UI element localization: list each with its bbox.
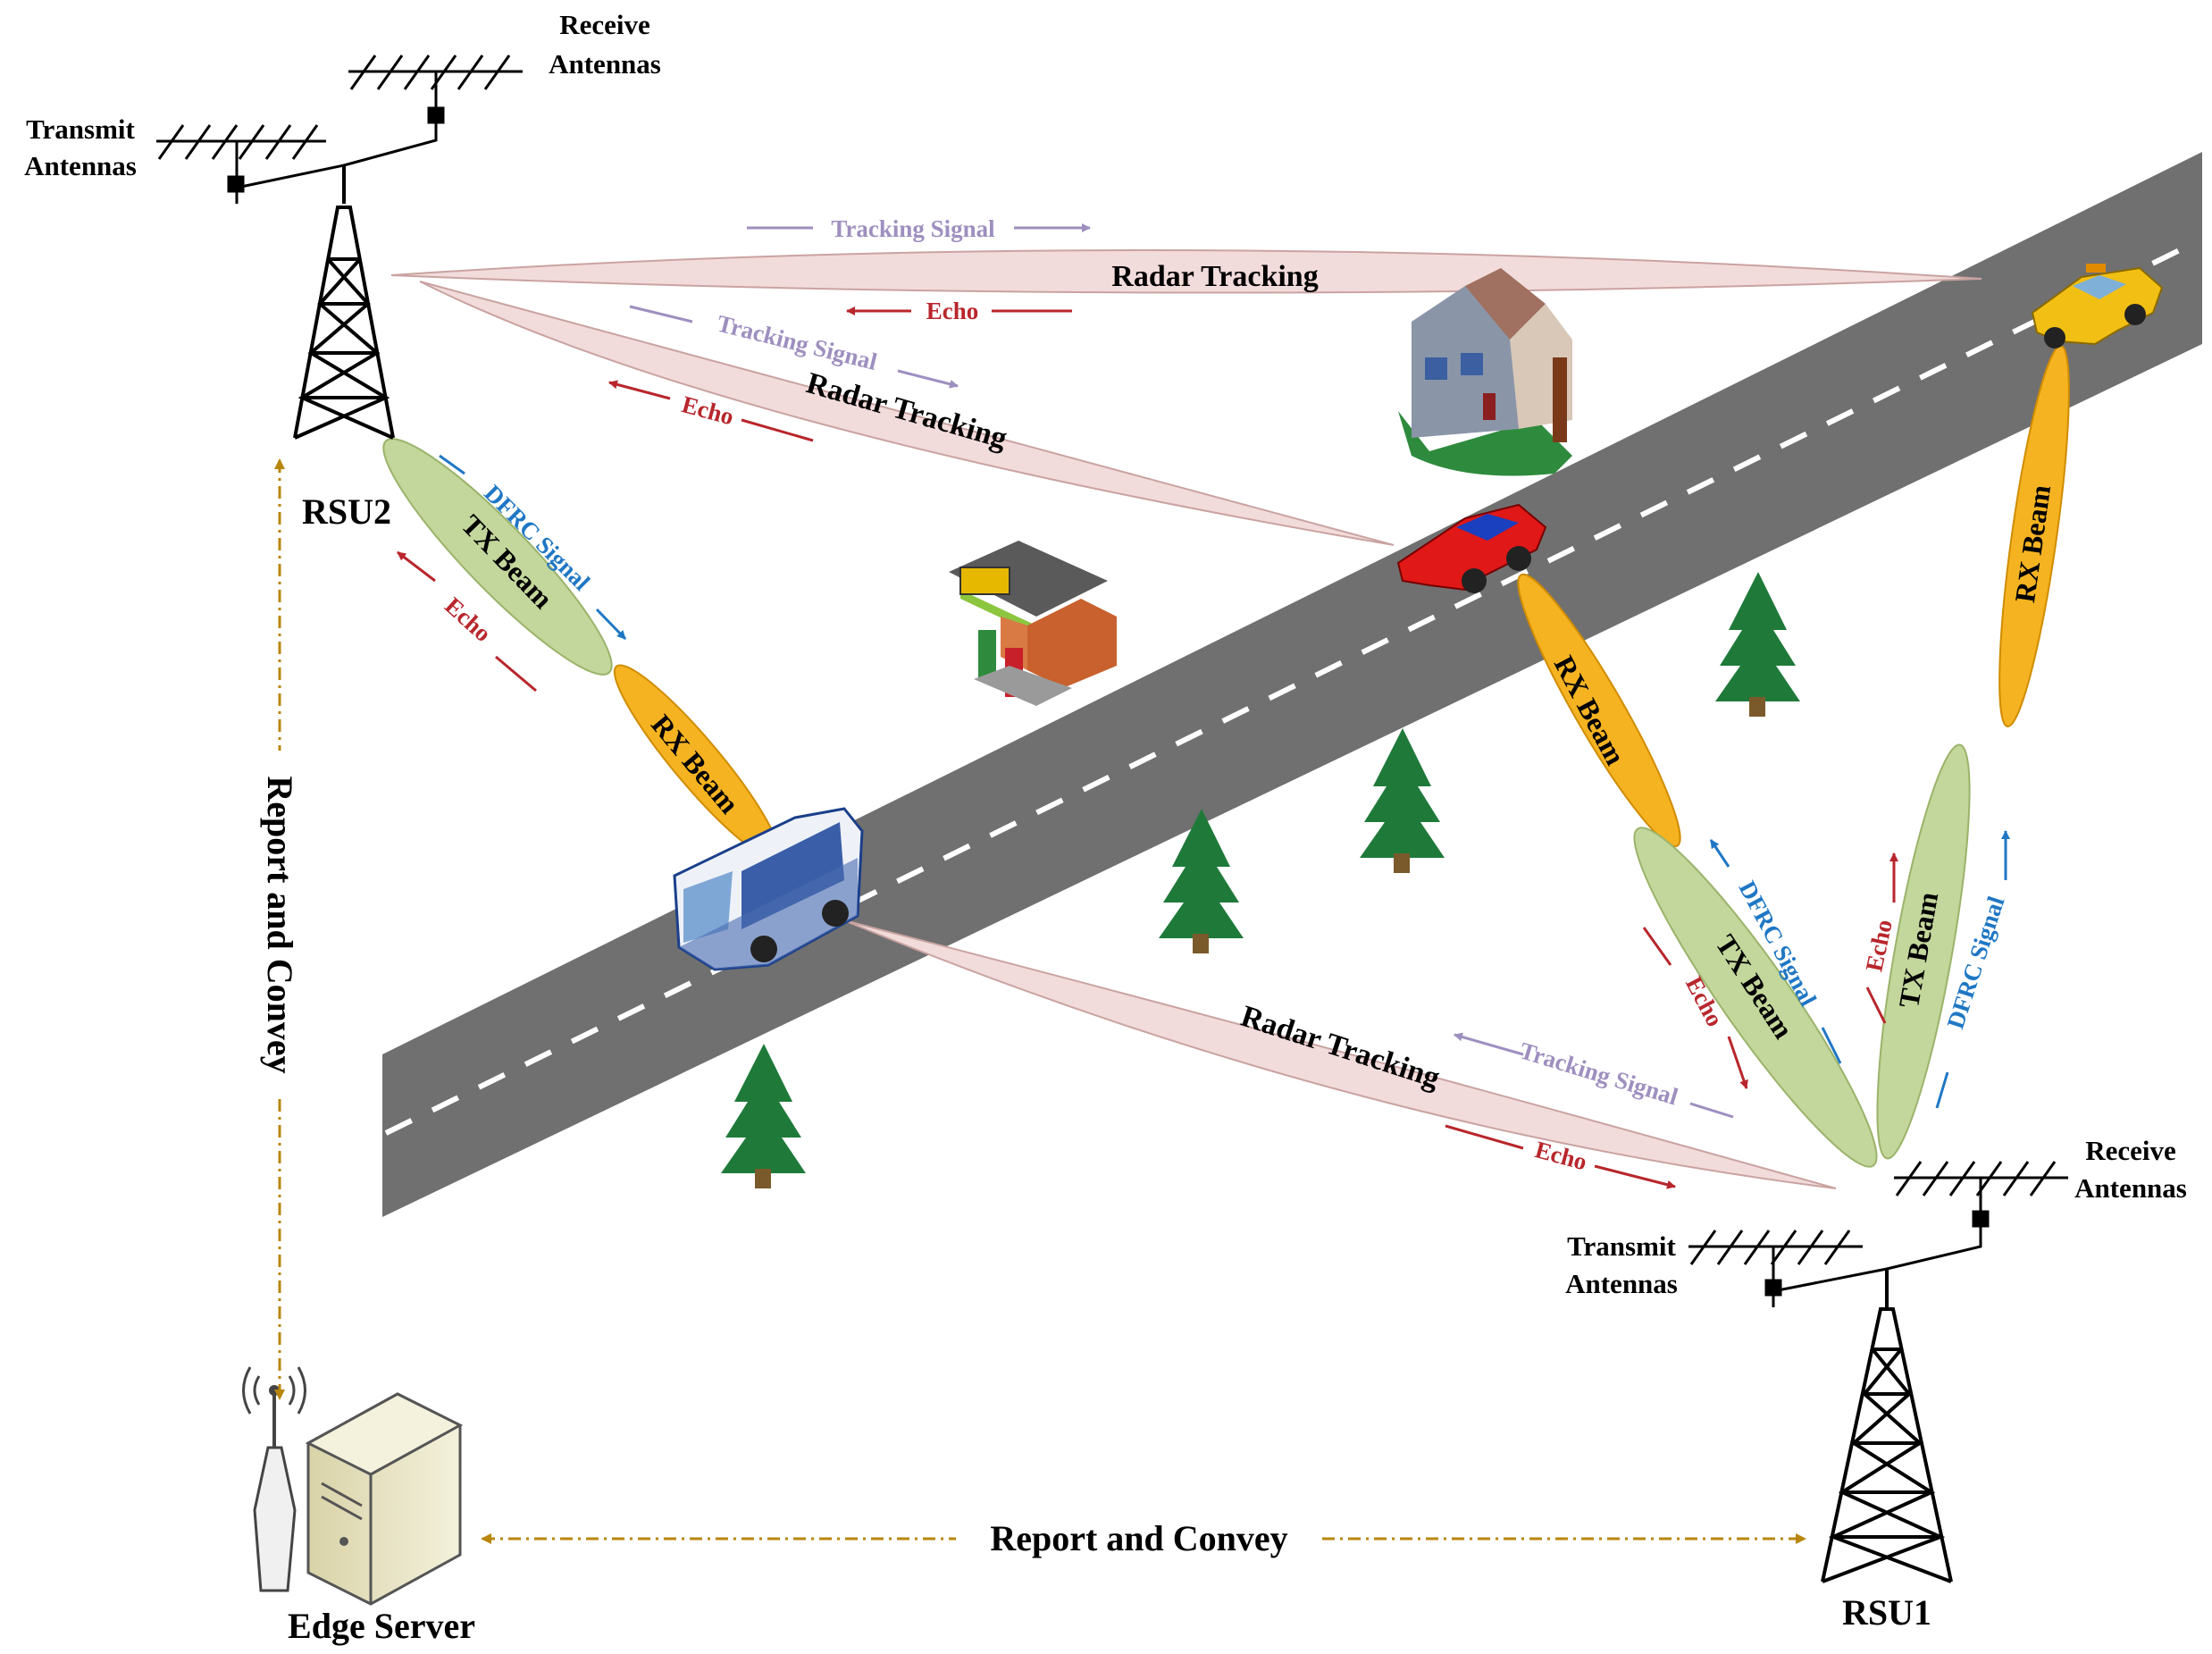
router-antenna-icon	[242, 1366, 306, 1592]
tracking-diag-label: Tracking Signal	[715, 310, 881, 376]
arrow-echo-rsu1-left	[1642, 927, 1748, 1089]
tree-icon	[721, 1044, 806, 1188]
arrow-tracking-bottom	[1454, 1032, 1734, 1119]
rsu1-receive-label: Receive	[2085, 1135, 2176, 1166]
bus-icon	[673, 807, 864, 971]
arrow-dfrc-rsu1-left	[1709, 839, 1842, 1064]
rsu2-tower-icon	[293, 165, 395, 440]
beam-rx-car	[1517, 573, 1681, 848]
link-horizontal-label: Report and Convey	[990, 1518, 1287, 1558]
beam-radar-bottom	[843, 919, 1837, 1189]
arrow-echo-bottom	[1445, 1124, 1676, 1189]
arrow-echo-rsu1-right	[1865, 852, 1898, 1024]
arrow-echo-rsu2	[397, 550, 537, 693]
rsu2-antenna-icon	[156, 55, 523, 204]
rsu1-label: RSU1	[1842, 1592, 1931, 1633]
car-icon	[1396, 503, 1547, 593]
road	[382, 152, 2202, 1217]
gas-station-icon	[949, 541, 1117, 706]
house-icon	[1398, 268, 1572, 476]
edge-server-icon	[305, 1392, 464, 1606]
tracking-top-label: Tracking Signal	[831, 215, 995, 242]
beam-tx-rsu1-right	[1876, 743, 1971, 1160]
arrow-echo-diag	[608, 380, 814, 442]
edge-server-label: Edge Server	[288, 1606, 475, 1646]
arrow-dfrc-rsu1-right	[1935, 830, 2010, 1109]
rsu1-transmit-label: Antennas	[1565, 1268, 1678, 1299]
tree-icon	[1715, 572, 1800, 717]
rsu1-transmit-label: Transmit	[1567, 1230, 1676, 1262]
tracking-bottom-label: Tracking Signal	[1517, 1037, 1682, 1110]
taxi-icon	[2031, 264, 2164, 348]
rsu1-receive-label: Antennas	[2074, 1172, 2187, 1204]
rsu1-tower-icon	[1821, 1269, 1953, 1583]
beam-radar-top	[390, 248, 1982, 294]
tree-icon	[1159, 809, 1244, 953]
beam-radar-diag	[419, 281, 1395, 546]
tree-icon	[1360, 728, 1445, 873]
arrow-dfrc-rsu2	[439, 454, 627, 641]
rsu2-receive-label: Antennas	[549, 48, 661, 80]
echo-top-label: Echo	[926, 298, 979, 324]
beam-tx-rsu2	[382, 438, 613, 676]
radar-top-label: Radar Tracking	[1111, 260, 1318, 293]
arrow-tracking-diag	[629, 305, 959, 389]
rsu1-antenna-icon	[1688, 1161, 2068, 1307]
rsu2-transmit-label: Antennas	[24, 150, 137, 181]
rsu2-receive-label: Receive	[559, 9, 650, 40]
echo-rsu2-label: Echo	[440, 592, 497, 647]
rsu2-label: RSU2	[302, 491, 391, 532]
link-vertical-label: Report and Convey	[260, 776, 300, 1073]
rsu2-transmit-label: Transmit	[26, 113, 135, 145]
beam-tx-rsu1-left	[1633, 827, 1878, 1168]
